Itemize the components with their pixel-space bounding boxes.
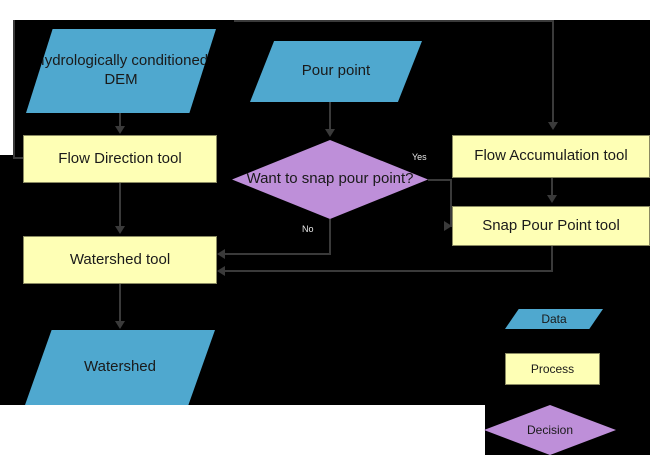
edge-label-no: No (302, 224, 314, 234)
node-label: Snap Pour Point tool (482, 216, 620, 234)
arrowhead-flowdirection-to-watershedtool (115, 226, 125, 234)
node-watershed-tool[interactable]: Watershed tool (23, 236, 217, 284)
connector-snappourpoint-horizontal (224, 270, 553, 272)
arrowhead-decision-no-to-watershedtool (217, 249, 225, 259)
connector-pourpoint-to-decision (329, 102, 331, 130)
connector-left-rail-to-flowdirection (13, 157, 25, 159)
node-hydrologically-conditioned-dem[interactable]: Hydrologically conditioned DEM (26, 29, 216, 113)
node-label: Watershed (84, 358, 156, 376)
arrowhead-snappourpoint-to-watershedtool (217, 266, 225, 276)
arrowhead-watershedtool-to-watershed (115, 321, 125, 329)
node-label: Want to snap pour point? (246, 170, 414, 188)
connector-decision-yes-horizontal (428, 179, 452, 181)
legend-label: Decision (526, 422, 574, 437)
legend-item-data: Data (505, 309, 603, 329)
connector-dem-to-flowaccumulation-vertical (552, 20, 554, 122)
arrowhead-flowaccumulation-to-snappourpoint (547, 195, 557, 203)
node-flow-accumulation-tool[interactable]: Flow Accumulation tool (452, 135, 650, 178)
arrowhead-pourpoint-to-decision (325, 129, 335, 137)
node-pour-point[interactable]: Pour point (250, 41, 422, 102)
node-label: Flow Accumulation tool (474, 147, 628, 165)
node-snap-pour-point-tool[interactable]: Snap Pour Point tool (452, 206, 650, 246)
legend-label: Data (541, 311, 567, 326)
connector-dem-to-flowdirection (119, 113, 121, 128)
node-label: Hydrologically conditioned DEM (33, 52, 209, 88)
node-watershed[interactable]: Watershed (25, 330, 215, 405)
connector-flowaccumulation-to-snappourpoint (551, 178, 553, 196)
connector-watershedtool-to-watershed (119, 284, 121, 322)
arrowhead-decision-yes-to-snappourpoint (444, 221, 452, 231)
edge-label-yes: Yes (412, 152, 427, 162)
legend-item-process: Process (505, 353, 600, 385)
connector-snappourpoint-vertical (551, 246, 553, 271)
node-label: Watershed tool (69, 250, 171, 268)
node-label: Flow Direction tool (58, 149, 182, 167)
connector-dem-to-flowaccumulation-horizontal (234, 20, 554, 22)
connector-decision-no-horizontal (224, 253, 331, 255)
arrowhead-dem-to-flowdirection (115, 126, 125, 134)
connector-left-rail-vertical (13, 20, 15, 158)
connector-decision-yes-vertical (450, 179, 452, 226)
node-flow-direction-tool[interactable]: Flow Direction tool (23, 135, 217, 183)
arrowhead-dem-to-flowaccumulation (548, 122, 558, 130)
legend-label: Process (530, 361, 575, 376)
node-label: Pour point (301, 62, 371, 80)
connector-flowdirection-to-watershedtool (119, 183, 121, 227)
connector-decision-no-vertical (329, 219, 331, 254)
